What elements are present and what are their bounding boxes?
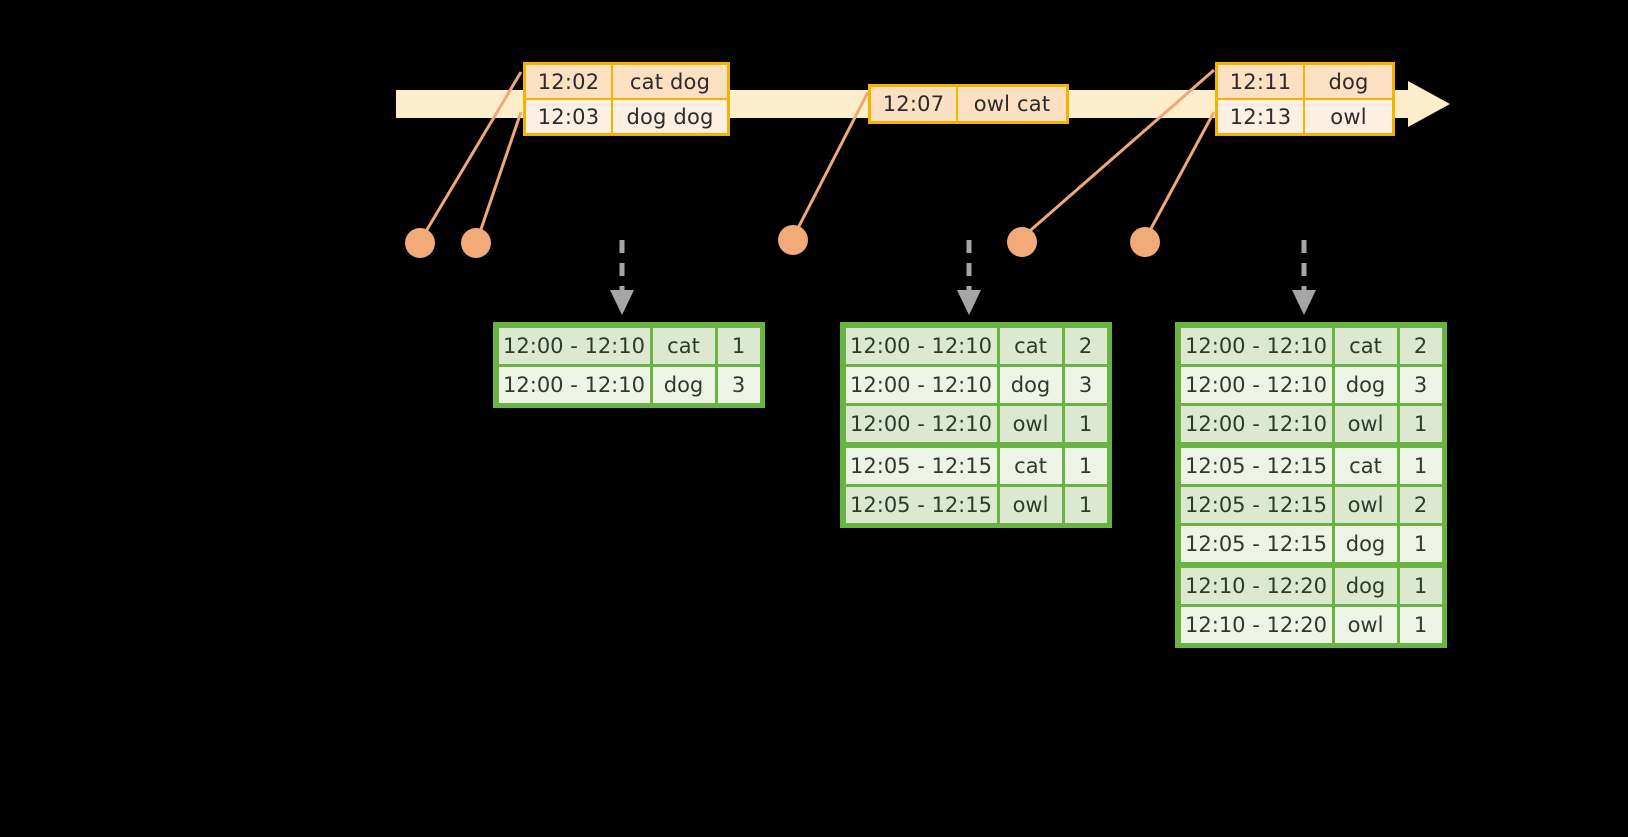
window-cell: 12:00 - 12:10 <box>1180 366 1332 403</box>
window-cell: 12:00 - 12:10 <box>1180 405 1332 442</box>
event-time: 12:13 <box>1218 100 1305 133</box>
event-words: dog <box>1328 69 1369 94</box>
count-cell: 1 <box>1399 525 1442 562</box>
window-cell: 12:00 - 12:10 <box>845 327 997 364</box>
count-cell: 3 <box>717 366 760 403</box>
timeline-arrowhead-icon <box>1408 81 1450 127</box>
window-cell: 12:05 - 12:15 <box>845 486 997 523</box>
word-cell: dog <box>652 366 715 403</box>
window-cell: 12:10 - 12:20 <box>1180 606 1332 643</box>
event-dot <box>461 228 491 258</box>
word-cell: owl <box>999 405 1062 442</box>
timeline-event-row[interactable]: 12:02 cat dog <box>526 65 727 98</box>
event-dot <box>405 228 435 258</box>
word-cell: dog <box>1334 525 1397 562</box>
count-cell: 3 <box>1399 366 1442 403</box>
event-time: 12:02 <box>526 65 613 98</box>
word-cell: cat <box>999 447 1062 484</box>
timeline-event-row[interactable]: 12:03 dog dog <box>526 98 727 133</box>
timeline-event-group[interactable]: 12:11 dog 12:13 owl <box>1215 62 1395 136</box>
window-cell: 12:05 - 12:15 <box>1180 525 1332 562</box>
word-cell: cat <box>1334 447 1397 484</box>
count-cell: 1 <box>717 327 760 364</box>
event-time: 12:11 <box>1218 65 1305 98</box>
timeline-event-row[interactable]: 12:13 owl <box>1218 98 1392 133</box>
count-cell: 1 <box>1064 486 1107 523</box>
timeline-event-group[interactable]: 12:07 owl cat <box>868 84 1069 124</box>
timeline-event-row[interactable]: 12:11 dog <box>1218 65 1392 98</box>
word-cell: cat <box>1334 327 1397 364</box>
count-cell: 1 <box>1064 405 1107 442</box>
word-cell: dog <box>1334 366 1397 403</box>
window-group-separator <box>844 443 1108 446</box>
event-words: owl <box>1330 104 1367 129</box>
event-dot <box>1130 227 1160 257</box>
count-cell: 2 <box>1064 327 1107 364</box>
word-cell: dog <box>1334 567 1397 604</box>
event-words: owl cat <box>973 92 1051 116</box>
word-cell: owl <box>1334 486 1397 523</box>
count-cell: 2 <box>1399 327 1442 364</box>
window-cell: 12:00 - 12:10 <box>498 366 650 403</box>
window-cell: 12:00 - 12:10 <box>845 405 997 442</box>
count-cell: 2 <box>1399 486 1442 523</box>
word-cell: cat <box>999 327 1062 364</box>
count-cell: 1 <box>1399 405 1442 442</box>
timeline-event-row[interactable]: 12:07 owl cat <box>871 87 1066 121</box>
window-cell: 12:10 - 12:20 <box>1180 567 1332 604</box>
word-cell: dog <box>999 366 1062 403</box>
count-cell: 3 <box>1064 366 1107 403</box>
window-cell: 12:05 - 12:15 <box>845 447 997 484</box>
window-cell: 12:05 - 12:15 <box>1180 447 1332 484</box>
event-words: dog dog <box>626 104 714 129</box>
event-words: cat dog <box>629 69 711 94</box>
count-cell: 1 <box>1064 447 1107 484</box>
event-time: 12:07 <box>871 87 958 121</box>
word-cell: owl <box>999 486 1062 523</box>
window-cell: 12:00 - 12:10 <box>845 366 997 403</box>
window-group-separator <box>1179 443 1443 446</box>
window-cell: 12:05 - 12:15 <box>1180 486 1332 523</box>
count-cell: 1 <box>1399 447 1442 484</box>
event-time: 12:03 <box>526 100 613 133</box>
event-dot <box>778 225 808 255</box>
window-cell: 12:00 - 12:10 <box>1180 327 1332 364</box>
window-group-separator <box>1179 563 1443 566</box>
word-cell: cat <box>652 327 715 364</box>
event-dot <box>1007 227 1037 257</box>
timeline-event-group[interactable]: 12:02 cat dog 12:03 dog dog <box>523 62 730 136</box>
word-cell: owl <box>1334 405 1397 442</box>
window-cell: 12:00 - 12:10 <box>498 327 650 364</box>
count-cell: 1 <box>1399 567 1442 604</box>
word-cell: owl <box>1334 606 1397 643</box>
count-cell: 1 <box>1399 606 1442 643</box>
